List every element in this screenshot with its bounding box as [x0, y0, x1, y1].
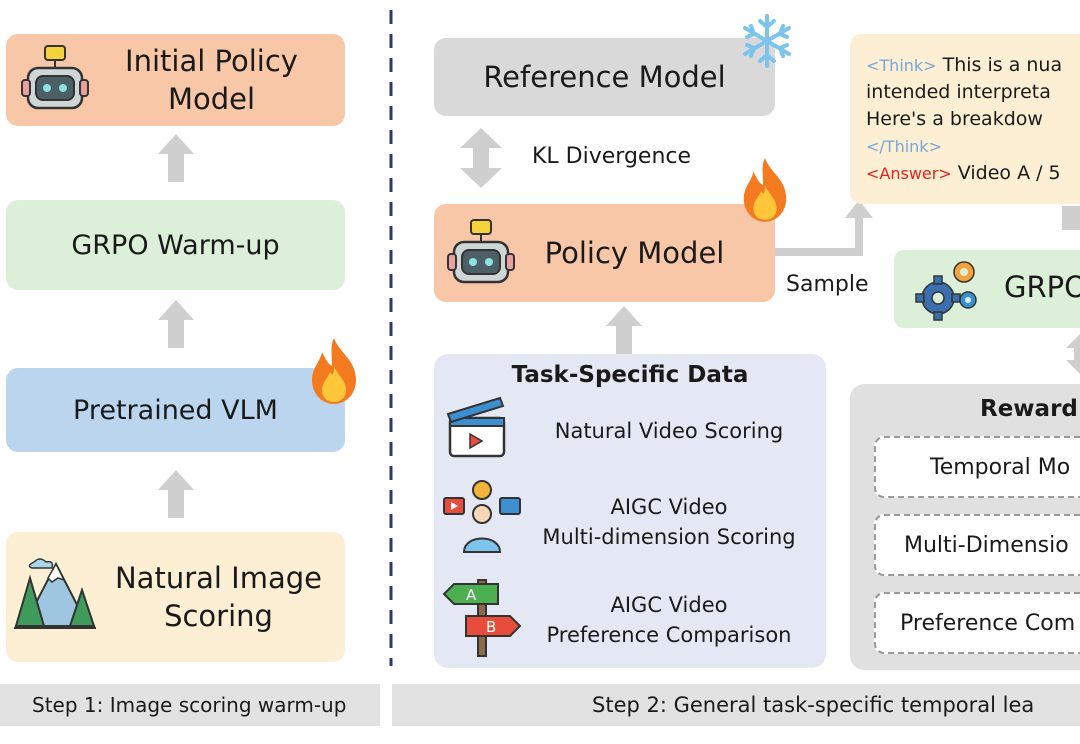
answer-tag: <Answer> — [866, 164, 952, 183]
task-specific-data-title: Task-Specific Data — [511, 362, 749, 388]
grpo-warmup-box: GRPO Warm-up — [6, 200, 345, 290]
robot-icon — [21, 45, 89, 110]
kl-divergence-label: KL Divergence — [532, 144, 692, 169]
task-item-2-line1: AIGC Video — [610, 495, 728, 519]
output-line-1: This is a nua — [942, 54, 1063, 76]
grpo-warmup-label: GRPO Warm-up — [71, 229, 280, 261]
initial-policy-model-label: Initial Policy Model — [125, 43, 298, 116]
reward-item-temporal: Temporal Mo — [874, 436, 1080, 498]
policy-model-label: Policy Model — [544, 235, 725, 270]
output-line-2: intended interpreta — [866, 81, 1051, 103]
up-arrow-icon — [158, 300, 194, 348]
grpo-box: GRPO — [894, 250, 1080, 328]
think-close-tag: </Think> — [866, 137, 942, 156]
snowflake-icon — [743, 14, 791, 68]
reference-model-label: Reference Model — [483, 59, 726, 94]
double-arrow-icon — [460, 128, 502, 188]
user-media-icon — [443, 480, 521, 553]
policy-model-box: Policy Model — [434, 204, 775, 302]
down-arrow-icon — [1066, 334, 1080, 374]
section-divider — [389, 10, 393, 666]
natural-image-scoring-box: Natural Image Scoring — [6, 532, 345, 662]
pretrained-vlm-box: Pretrained VLM — [6, 368, 345, 452]
answer-text: Video A / 5 — [957, 162, 1061, 184]
reward-item-multi-dimension: Multi-Dimensio — [874, 514, 1080, 576]
sample-connector-arrow — [775, 200, 873, 256]
gears-icon — [915, 261, 977, 321]
svg-text:B: B — [486, 618, 496, 636]
output-line-3: Here's a breakdow — [866, 108, 1043, 130]
reward-item-preference: Preference Com — [874, 592, 1080, 654]
pretrained-vlm-label: Pretrained VLM — [73, 394, 278, 426]
robot-icon — [447, 219, 515, 284]
up-arrow-icon — [158, 134, 194, 182]
up-arrow-icon — [158, 470, 194, 518]
svg-text:A: A — [466, 586, 477, 604]
reference-model-box: Reference Model — [434, 38, 775, 116]
grpo-label: GRPO — [1004, 270, 1080, 304]
task-item-3-line2: Preference Comparison — [546, 623, 792, 647]
fire-icon — [743, 158, 787, 222]
up-arrow-icon — [606, 306, 642, 354]
task-item-3-line1: AIGC Video — [610, 593, 728, 617]
landscape-icon — [14, 558, 96, 629]
output-text-box: <Think> This is a nua intended interpret… — [850, 34, 1080, 204]
step2-footer: Step 2: General task-specific temporal l… — [392, 684, 1080, 726]
task-item-1-label: Natural Video Scoring — [554, 419, 784, 443]
task-specific-data-panel: Task-Specific Data Natural Video Scoring… — [434, 354, 826, 668]
natural-image-scoring-label: Natural Image Scoring — [114, 560, 322, 633]
step2-footer-label: Step 2: General task-specific temporal l… — [592, 693, 1035, 717]
task-item-2-line2: Multi-dimension Scoring — [542, 525, 796, 549]
down-arrow-icon — [1062, 206, 1080, 230]
reward-title: Reward — [980, 396, 1078, 422]
think-open-tag: <Think> — [866, 56, 937, 75]
fire-icon — [312, 338, 356, 404]
video-clapper-icon — [446, 396, 506, 458]
step1-footer-label: Step 1: Image scoring warm-up — [32, 693, 347, 717]
reward-panel: Reward Temporal Mo Multi-Dimensio Prefer… — [850, 384, 1080, 670]
signpost-icon: A B — [442, 579, 522, 657]
sample-label: Sample — [786, 272, 869, 297]
initial-policy-model-box: Initial Policy Model — [6, 34, 345, 126]
step1-footer: Step 1: Image scoring warm-up — [0, 684, 380, 726]
